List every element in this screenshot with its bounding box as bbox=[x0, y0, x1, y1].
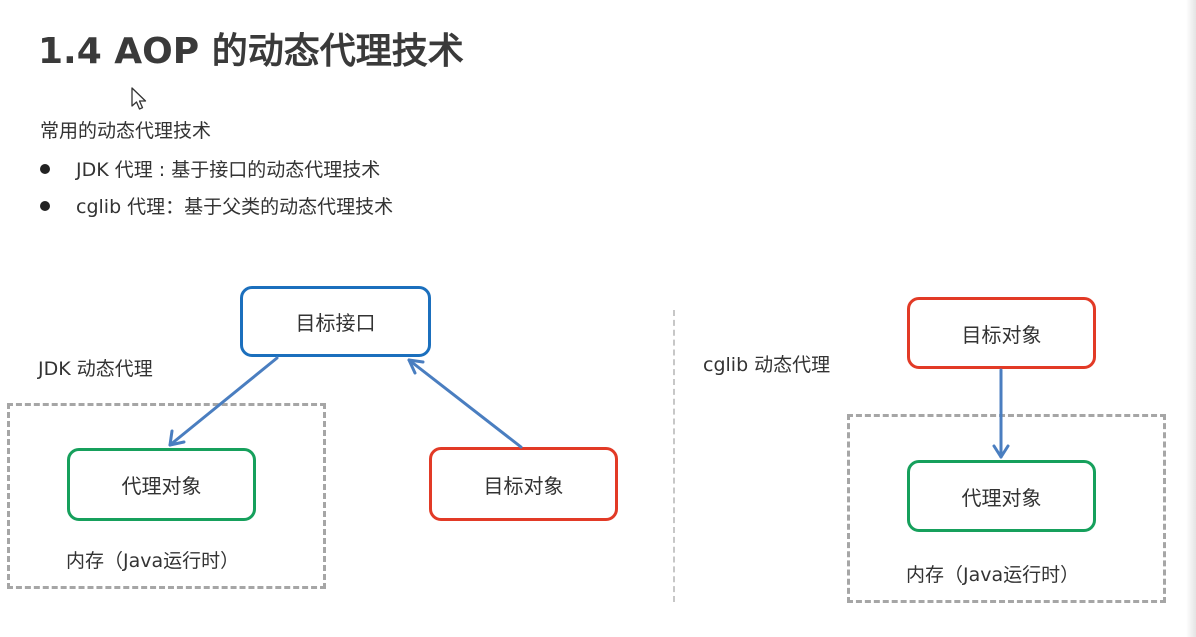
cglib-target-to-proxy-arrowhead bbox=[992, 444, 1010, 459]
jdk-memory-region bbox=[7, 403, 326, 589]
intro-text: 常用的动态代理技术 bbox=[40, 120, 212, 142]
slide-title: 1.4 AOP 的动态代理技术 bbox=[38, 31, 464, 72]
cglib-memory-region bbox=[847, 414, 1166, 603]
diagram-divider bbox=[673, 310, 675, 602]
bullet-dot-icon bbox=[40, 200, 50, 211]
jdk-target-object-text: 目标对象 bbox=[483, 473, 564, 498]
jdk-memory-label: 内存（Java运行时） bbox=[66, 550, 240, 572]
jdk-proxy-object-text: 代理对象 bbox=[121, 474, 202, 498]
jdk-target-interface-text: 目标接口 bbox=[295, 311, 376, 335]
cglib-memory-label: 内存（Java运行时） bbox=[906, 564, 1080, 586]
bullet-cglib-text: cglib 代理：基于父类的动态代理技术 bbox=[76, 196, 394, 218]
mouse-pointer-icon bbox=[131, 87, 147, 110]
interface-to-proxy-arrow bbox=[168, 356, 279, 447]
cglib-proxy-object-text: 代理对象 bbox=[961, 485, 1042, 510]
target-to-interface-arrowhead bbox=[407, 358, 425, 375]
jdk-diagram-label: JDK 动态代理 bbox=[38, 358, 153, 380]
cglib-diagram-label: cglib 动态代理 bbox=[703, 354, 831, 376]
cglib-target-object-box: 目标对象 bbox=[907, 297, 1096, 369]
cglib-target-object-text: 目标对象 bbox=[961, 322, 1042, 347]
jdk-target-interface-box: 目标接口 bbox=[240, 286, 431, 357]
window-edge bbox=[1186, 0, 1196, 637]
interface-to-proxy-arrowhead bbox=[168, 429, 186, 447]
target-to-interface-arrow bbox=[407, 358, 523, 449]
jdk-proxy-object-box: 代理对象 bbox=[67, 448, 256, 521]
cglib-proxy-object-box: 代理对象 bbox=[907, 460, 1096, 532]
bullet-cglib: cglib 代理：基于父类的动态代理技术 bbox=[40, 192, 393, 219]
bullet-jdk: JDK 代理 : 基于接口的动态代理技术 bbox=[40, 155, 380, 182]
bullet-jdk-text: JDK 代理 : 基于接口的动态代理技术 bbox=[76, 159, 381, 181]
bullet-dot-icon bbox=[40, 163, 50, 174]
jdk-target-object-box: 目标对象 bbox=[429, 447, 618, 521]
